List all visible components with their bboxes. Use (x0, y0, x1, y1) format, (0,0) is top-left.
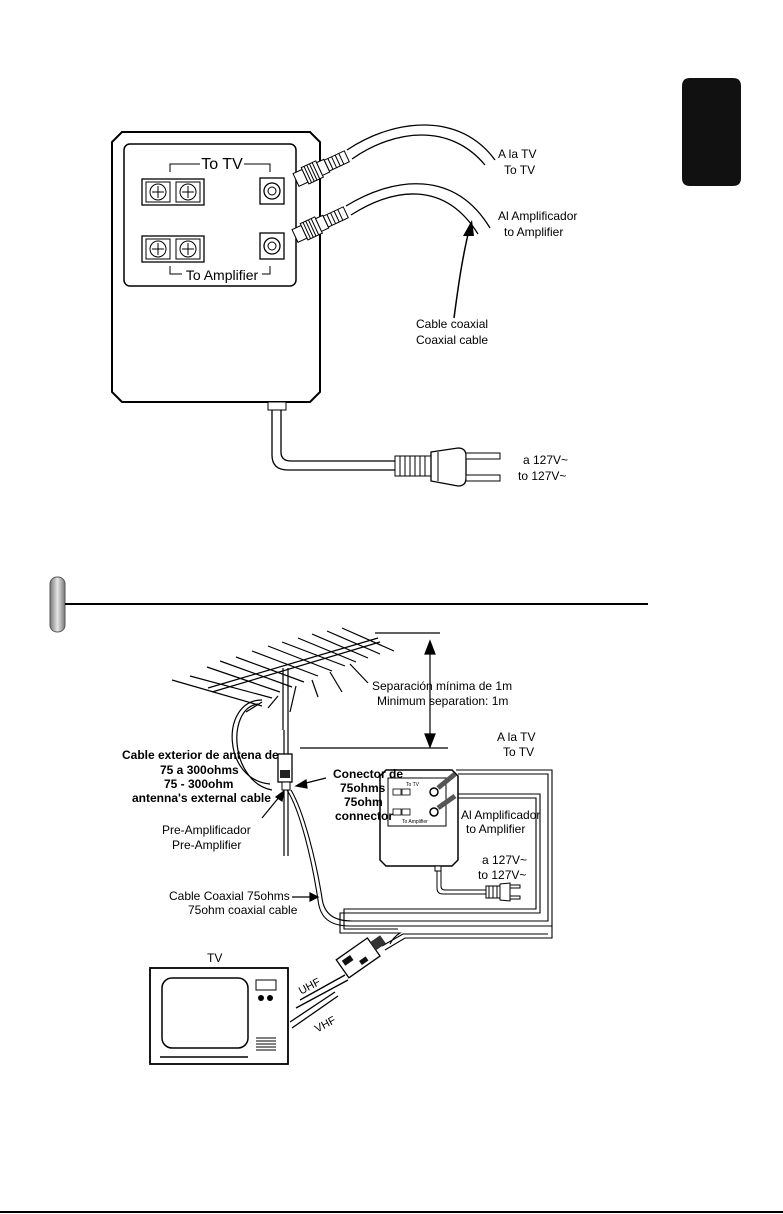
label-plug-en: to 127V~ (518, 469, 566, 483)
mini-power-supply: To TV To Amplifier (379, 769, 521, 902)
pre-amplifier-icon (277, 753, 293, 791)
antenna-icon (171, 627, 395, 856)
cable-to-tv (292, 124, 496, 188)
label-to-amp-en: to Amplifier (466, 822, 525, 836)
label-cable-tv-en: To TV (504, 163, 535, 177)
to-tv-terminals (141, 178, 205, 206)
label-separation-es: Separación mínima de 1m (372, 679, 512, 693)
cable-to-amplifier (291, 183, 491, 244)
label-ext-cable-3: 75 - 300ohm (164, 777, 233, 791)
section-divider (49, 576, 648, 633)
label-coax-en: Coaxial cable (416, 333, 488, 347)
label-to-tv-en: To TV (503, 745, 534, 759)
label-separation-en: Minimum separation: 1m (377, 694, 508, 708)
to-amplifier-port (259, 232, 285, 260)
section-marker (49, 576, 66, 633)
language-side-tab (682, 78, 741, 186)
bottom-installation-diagram: To TV To Amplifier (122, 627, 553, 1065)
power-plug-icon (394, 447, 501, 487)
label-preamp-en: Pre-Amplifier (172, 838, 241, 852)
label-plug-es: a 127V~ (482, 853, 527, 867)
label-coax75-es: Cable Coaxial 75ohms (169, 889, 290, 903)
label-coax75-en: 75ohm coaxial cable (188, 903, 298, 917)
label-connector-1: Conector de (333, 767, 403, 781)
uhf-vhf-splitter-icon: UHF VHF (289, 935, 386, 1035)
label-plug-en: to 127V~ (478, 868, 526, 882)
to-tv-port (259, 177, 285, 205)
label-connector-4: connector (335, 809, 393, 823)
label-coax-es: Cable coaxial (416, 317, 488, 331)
box-label-to-amplifier: To Amplifier (186, 267, 259, 283)
label-preamp-es: Pre-Amplificador (162, 823, 251, 837)
label-vhf: VHF (313, 1014, 338, 1035)
pointer-arrows (261, 777, 327, 902)
mini-label-to-tv: To TV (406, 782, 420, 788)
label-to-tv-es: A la TV (497, 730, 535, 744)
coax-pointer-arrow (453, 220, 474, 319)
label-ext-cable-2: 75 a 300ohms (160, 763, 239, 777)
to-amplifier-terminals (141, 235, 205, 263)
label-ext-cable-4: antenna's external cable (132, 791, 271, 805)
mini-label-to-amplifier: To Amplifier (402, 819, 428, 825)
power-cord (267, 401, 395, 471)
label-connector-2: 75ohms (340, 781, 386, 795)
label-tv: TV (207, 951, 222, 965)
label-ext-cable-1: Cable exterior de antena de (122, 748, 279, 762)
label-connector-3: 75ohm (344, 795, 383, 809)
box-label-to-tv: To TV (201, 156, 243, 173)
label-cable-amp-es: Al Amplificador (498, 209, 577, 223)
label-plug-es: a 127V~ (523, 453, 568, 467)
label-cable-amp-en: to Amplifier (504, 225, 563, 239)
coaxial-cable-routing (286, 769, 553, 951)
label-to-amp-es: Al Amplificador (461, 808, 540, 822)
tv-icon: TV (149, 951, 289, 1065)
separation-marker (300, 632, 448, 749)
top-power-supply-diagram: To TV (111, 124, 577, 487)
label-cable-tv-es: A la TV (498, 147, 536, 161)
